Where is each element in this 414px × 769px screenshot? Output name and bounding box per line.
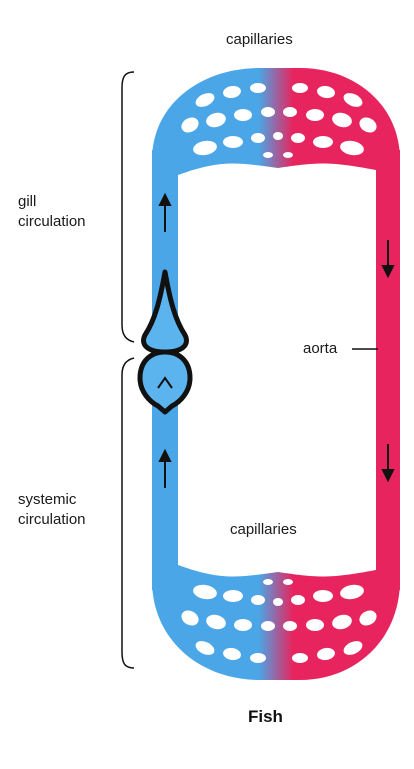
gill-circulation-bracket bbox=[122, 72, 134, 342]
diagram-title: Fish bbox=[248, 707, 283, 727]
systemic-circulation-bracket bbox=[122, 358, 134, 668]
aorta-label: aorta bbox=[303, 339, 337, 359]
capillaries-top-label: capillaries bbox=[226, 30, 293, 50]
capillaries-bottom-label: capillaries bbox=[230, 520, 297, 540]
gill-circulation-label: circulation bbox=[18, 212, 86, 232]
gill-label: gill bbox=[18, 192, 36, 212]
aorta-vessel bbox=[376, 150, 400, 590]
heart-ventricle bbox=[140, 352, 190, 412]
flow-arrows bbox=[160, 195, 393, 488]
systemic-circulation-label: circulation bbox=[18, 510, 86, 530]
systemic-label: systemic bbox=[18, 490, 76, 510]
heart-atrium bbox=[144, 272, 187, 352]
